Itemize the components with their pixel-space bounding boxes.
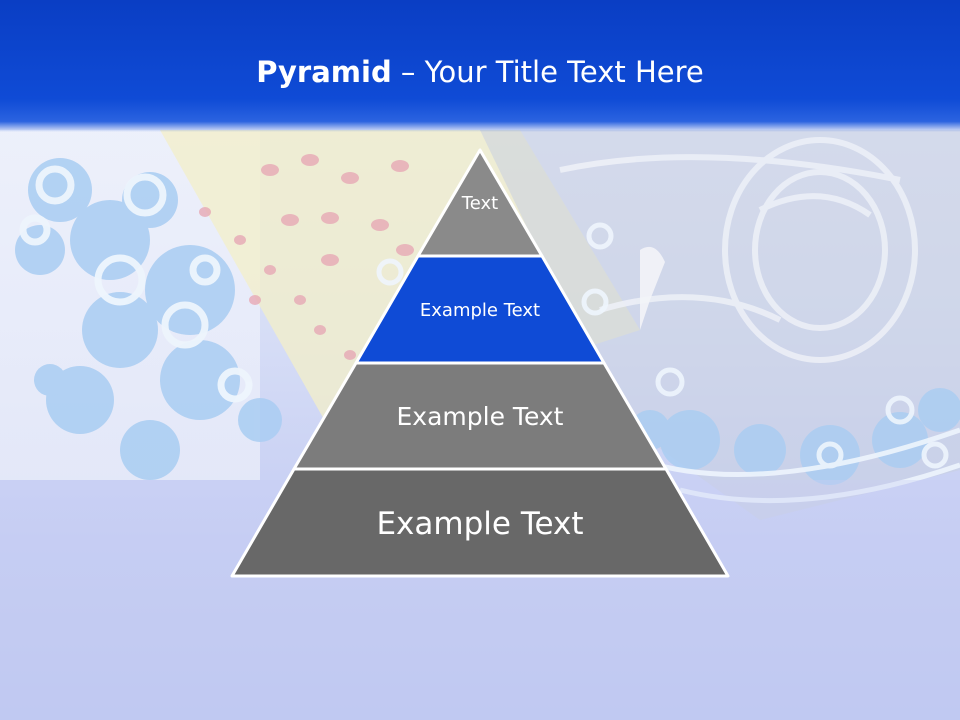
pyramid-tier-1[interactable]: Text	[416, 148, 544, 258]
pyramid-tier-4[interactable]: Example Text	[230, 467, 730, 578]
bubble-cluster-left	[15, 158, 282, 480]
title-bold-part: Pyramid	[256, 55, 392, 89]
slide-title: Pyramid – Your Title Text Here	[0, 50, 960, 94]
pyramid-tier-3[interactable]: Example Text	[292, 361, 668, 471]
pyramid-tier-1-label: Text	[461, 193, 498, 214]
title-bar	[0, 0, 960, 132]
dot-pattern	[199, 154, 414, 360]
pyramid-tier-3-label: Example Text	[397, 402, 564, 431]
pyramid-tier-2-label: Example Text	[420, 300, 540, 321]
bubble-rings-right	[376, 222, 960, 504]
title-rest-part: – Your Title Text Here	[391, 55, 704, 89]
pyramid-tier-4-shape[interactable]	[230, 467, 730, 578]
steering-wheel-drawing	[559, 137, 918, 363]
pyramid-tier-2[interactable]: Example Text	[354, 254, 606, 365]
gear-stick-shape	[640, 246, 665, 330]
pyramid-tier-4-label: Example Text	[376, 506, 583, 542]
bubble-rings-left	[19, 165, 253, 403]
